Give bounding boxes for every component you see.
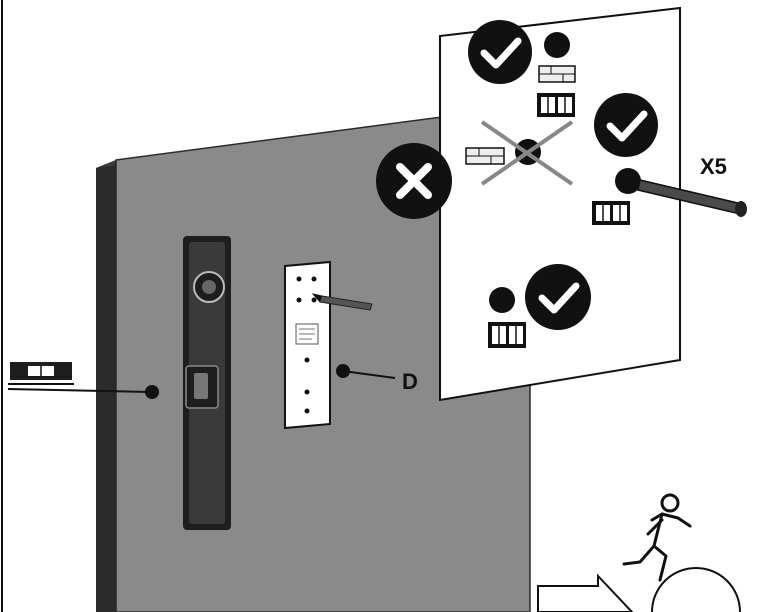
drill-hole-icon: [615, 168, 641, 194]
masonry-icon: [466, 148, 504, 164]
checkmark-icon: [468, 20, 532, 84]
mounting-template-d: [285, 262, 330, 428]
checkmark-icon: [525, 264, 591, 330]
running-person-icon: [624, 495, 690, 580]
next-step-circle: [652, 568, 740, 612]
wall-anchor-icon: [488, 322, 526, 348]
checkmark-icon: [594, 93, 658, 157]
wall-edge: [96, 160, 116, 612]
spirit-level-tool: [183, 236, 231, 530]
right-arrow-icon: [538, 576, 632, 612]
drill-hole-icon: [489, 287, 515, 313]
cross-icon: [376, 143, 452, 219]
wall-anchor-icon: [592, 201, 630, 225]
screw-count-label: X5: [700, 154, 727, 179]
wall-anchor-icon: [537, 93, 575, 117]
masonry-icon: [539, 66, 575, 82]
part-d-label: D: [402, 369, 418, 394]
drill-hole-icon: [544, 32, 570, 58]
